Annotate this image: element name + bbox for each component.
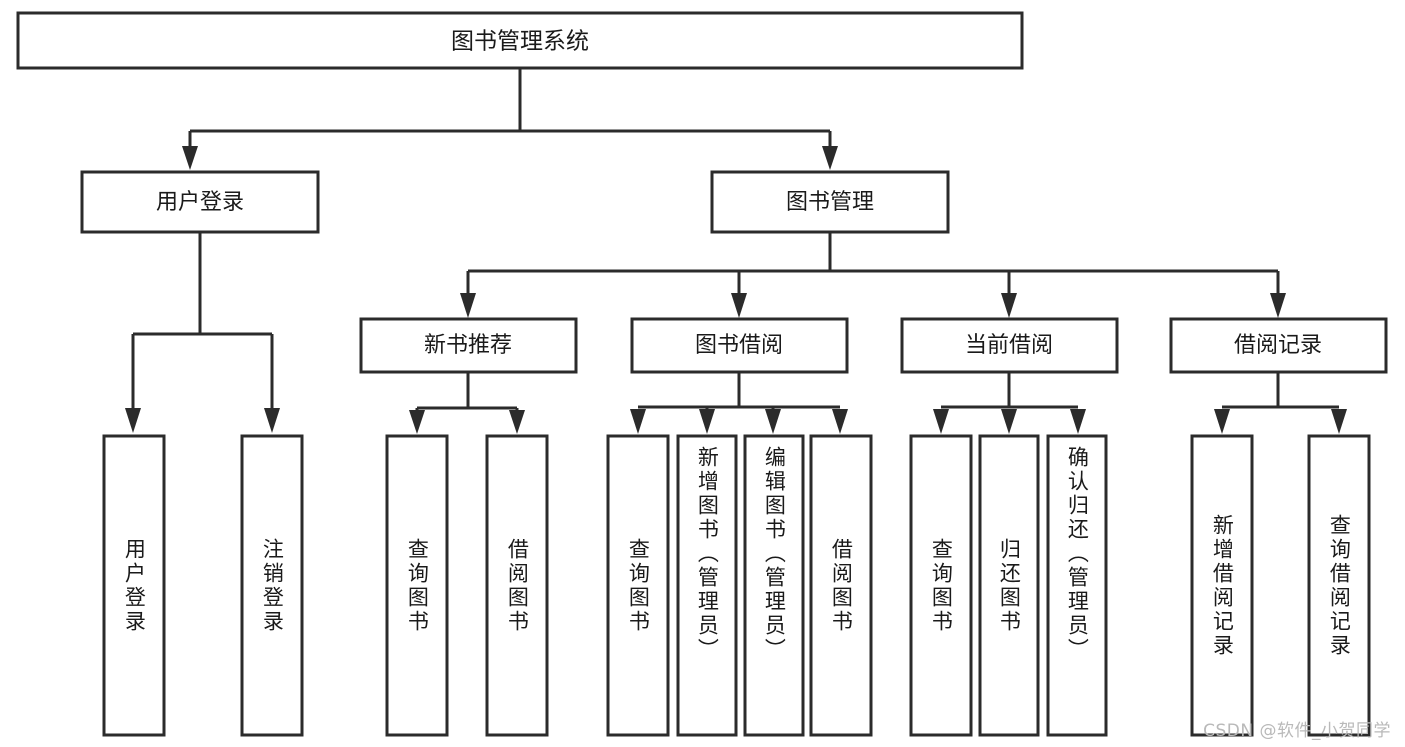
leaf-user-login-0-rect[interactable]	[102, 434, 166, 737]
arrowhead-l2-0-icon	[182, 146, 198, 170]
arrowhead-borrow-leaf-0-icon	[630, 409, 646, 434]
node-root-rect	[16, 11, 1024, 70]
arrowhead-l3-0-icon	[460, 293, 476, 318]
node-new-book-recommend-label: 新书推荐	[424, 333, 512, 358]
arrowhead-l3-3-icon	[1270, 293, 1286, 318]
arrowhead-recommend-leaf-1-icon	[509, 410, 525, 434]
node-new-book-recommend[interactable]: 新书推荐	[359, 317, 578, 374]
leaf-recommend-1-rect[interactable]	[485, 434, 549, 737]
node-root[interactable]: 图书管理系统	[16, 11, 1024, 70]
arrowhead-userlogin-leaf-0-icon	[125, 408, 141, 433]
node-book-borrow[interactable]: 图书借阅	[630, 317, 849, 374]
node-book-management-label: 图书管理	[786, 190, 874, 215]
leaf-recommend-0-rect[interactable]	[385, 434, 449, 737]
arrowhead-userlogin-leaf-1-icon	[264, 408, 280, 433]
leaf-user-login-1-rect[interactable]	[240, 434, 304, 737]
arrowhead-l3-1-icon	[731, 293, 747, 318]
node-user-login[interactable]: 用户登录	[80, 170, 320, 234]
node-borrow-record-label: 借阅记录	[1234, 333, 1322, 358]
arrowhead-current-leaf-0-icon	[933, 409, 949, 434]
leaf-current-2-rect[interactable]	[1046, 434, 1108, 737]
arrowhead-l3-2-icon	[1001, 293, 1017, 318]
node-book-management-rect	[710, 170, 950, 234]
leaf-record-1-rect[interactable]	[1307, 434, 1371, 737]
arrowhead-borrow-leaf-1-icon	[699, 409, 715, 434]
node-book-borrow-label: 图书借阅	[695, 333, 783, 358]
node-current-borrow-rect	[900, 317, 1119, 374]
arrowhead-current-leaf-2-icon	[1070, 409, 1086, 434]
node-root-label: 图书管理系统	[451, 29, 589, 55]
arrowhead-l2-1-icon	[822, 146, 838, 170]
node-current-borrow[interactable]: 当前借阅	[900, 317, 1119, 374]
arrowhead-record-leaf-1-icon	[1331, 409, 1347, 434]
node-borrow-record-rect	[1169, 317, 1388, 374]
leaf-current-0-rect[interactable]	[909, 434, 973, 737]
csdn-watermark: CSDN @软件_小贺同学	[1203, 721, 1391, 741]
leaf-record-0-rect[interactable]	[1190, 434, 1254, 737]
node-book-borrow-rect	[630, 317, 849, 374]
arrowhead-current-leaf-1-icon	[1001, 409, 1017, 434]
node-user-login-label: 用户登录	[156, 190, 244, 215]
leaf-current-1-rect[interactable]	[978, 434, 1040, 737]
leaf-borrow-2-rect[interactable]	[743, 434, 805, 737]
leaf-borrow-0-rect[interactable]	[606, 434, 670, 737]
leaf-borrow-1-rect[interactable]	[676, 434, 738, 737]
arrowhead-borrow-leaf-2-icon	[765, 409, 781, 434]
leaf-borrow-3-rect[interactable]	[809, 434, 873, 737]
arrowhead-recommend-leaf-0-icon	[409, 410, 425, 434]
node-borrow-record[interactable]: 借阅记录	[1169, 317, 1388, 374]
node-new-book-recommend-rect	[359, 317, 578, 374]
node-current-borrow-label: 当前借阅	[965, 333, 1053, 358]
arrowhead-borrow-leaf-3-icon	[832, 409, 848, 434]
arrowhead-record-leaf-0-icon	[1214, 409, 1230, 434]
node-book-management[interactable]: 图书管理	[710, 170, 950, 234]
